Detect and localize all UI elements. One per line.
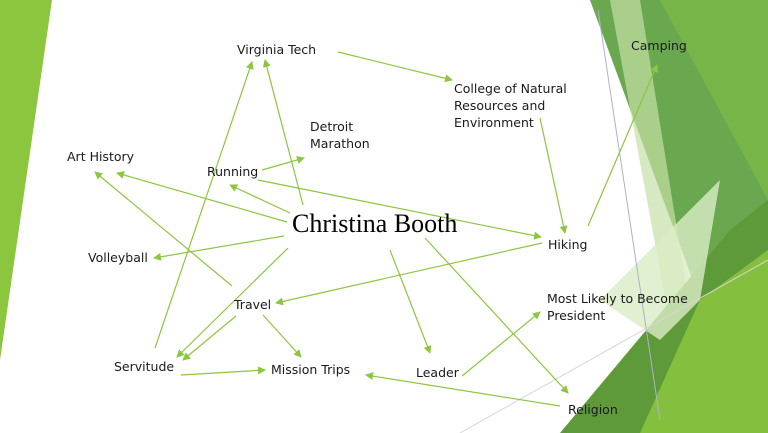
center-node-name: Christina Booth [292, 209, 458, 238]
arrow-hiking-to-travel [275, 242, 543, 306]
mid-light-green-facet [600, 180, 720, 340]
node-religion: Religion [568, 402, 618, 417]
arrow-vt-to-college [337, 51, 453, 83]
arrow-religion-to-mission-trips [365, 372, 561, 407]
node-volleyball: Volleyball [88, 250, 148, 265]
arrow-running-to-hiking [257, 179, 542, 240]
arrow-center-to-art-history [116, 171, 288, 223]
thin-diagonal-line [597, 9, 661, 421]
left-green-wedge [0, 0, 52, 360]
arrow-college-to-hiking [539, 117, 568, 234]
arrow-center-to-running [229, 184, 291, 214]
node-travel: Travel [234, 297, 272, 312]
arrow-center-to-servitude [176, 247, 289, 358]
bottom-right-light-green [640, 250, 768, 433]
right-green-panel-top [660, 0, 768, 200]
node-camping: Camping [631, 38, 687, 53]
node-college-line-1: College of Natural [454, 81, 567, 96]
node-college-line-3: Environment [454, 115, 534, 130]
thin-gray-line [459, 259, 768, 433]
arrow-travel-to-servitude [182, 315, 237, 361]
node-detroit-line-2: Marathon [310, 136, 370, 151]
node-detroit-line-1: Detroit [310, 119, 354, 134]
node-servitude: Servitude [114, 359, 175, 374]
arrow-servitude-to-vt [154, 61, 254, 349]
node-college: College of Natural Resources and Environ… [454, 80, 567, 131]
node-detroit-marathon: Detroit Marathon [310, 118, 370, 152]
node-hiking: Hiking [548, 237, 588, 252]
arrow-travel-to-art-history [94, 171, 233, 287]
arrow-hiking-to-camping [587, 64, 658, 227]
node-leader: Leader [416, 365, 459, 380]
node-running: Running [207, 164, 259, 179]
node-virginia-tech: Virginia Tech [237, 42, 317, 57]
arrow-center-to-leader [389, 249, 432, 354]
arrow-running-to-detroit [261, 156, 305, 171]
node-college-line-2: Resources and [454, 98, 546, 113]
node-most-likely-president: Most Likely to Become President [547, 290, 688, 324]
node-most-likely-line-1: Most Likely to Become [547, 291, 688, 306]
arrow-center-to-vt [262, 59, 304, 206]
arrow-center-to-volleyball [153, 235, 285, 261]
arrow-leader-to-most-likely [461, 311, 541, 377]
node-art-history: Art History [67, 149, 135, 164]
arrow-servitude-to-mission-trips [180, 366, 266, 376]
node-most-likely-line-2: President [547, 308, 606, 323]
node-mission-trips: Mission Trips [271, 362, 351, 377]
arrow-travel-to-mission-trips [262, 314, 302, 358]
